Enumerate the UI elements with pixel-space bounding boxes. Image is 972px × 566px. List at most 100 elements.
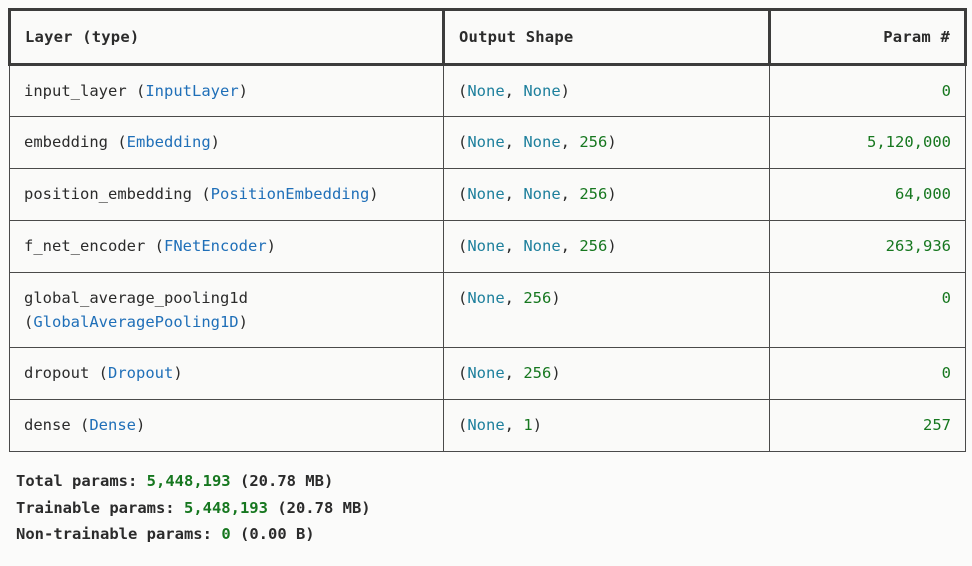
layer-type: Dropout xyxy=(108,364,174,383)
cell-output-shape: (None, None, 256) xyxy=(443,116,770,170)
column-header-param-count: Param # xyxy=(768,8,967,66)
model-summary-table: Layer (type) Output Shape Param # input_… xyxy=(8,8,967,453)
shape-token: , xyxy=(504,364,524,383)
cell-output-shape: (None, 256) xyxy=(443,347,770,401)
layer-name: dense xyxy=(24,416,71,435)
paren-open: ( xyxy=(126,82,146,100)
layer-type: Dense xyxy=(89,416,137,435)
paren-open: ( xyxy=(145,237,164,256)
shape-token: None xyxy=(523,82,561,100)
cell-layer: embedding (Embedding) xyxy=(9,116,444,170)
layer-type: Embedding xyxy=(126,133,211,152)
shape-token: 256 xyxy=(579,185,608,204)
totals-block: Total params: 5,448,193 (20.78 MB) Traina… xyxy=(16,468,964,548)
shape-token: 256 xyxy=(523,289,552,308)
cell-param-count: 0 xyxy=(769,272,966,349)
shape-token: ( xyxy=(458,237,468,256)
table-row: position_embedding (PositionEmbedding)(N… xyxy=(9,168,966,222)
shape-token: None xyxy=(467,364,505,383)
header-row: Layer (type) Output Shape Param # xyxy=(8,8,967,66)
shape-token: 256 xyxy=(579,133,608,152)
shape-token: None xyxy=(523,185,561,204)
table-row: dropout (Dropout)(None, 256)0 xyxy=(9,347,966,401)
totals-line: Total params: 5,448,193 (20.78 MB) xyxy=(16,468,964,495)
layer-name: position_embedding xyxy=(24,185,192,204)
cell-output-shape: (None, None, 256) xyxy=(443,220,770,274)
totals-value: 5,448,193 xyxy=(146,472,231,491)
table-row: dense (Dense)(None, 1)257 xyxy=(9,399,966,453)
shape-token: ) xyxy=(532,416,543,435)
shape-token: 256 xyxy=(523,364,552,383)
shape-token: None xyxy=(467,416,505,435)
shape-token: None xyxy=(467,289,505,308)
shape-token: , xyxy=(560,237,580,256)
shape-token: ) xyxy=(551,289,561,308)
shape-token: ) xyxy=(607,237,617,256)
shape-token: ( xyxy=(458,416,468,435)
totals-value: 0 xyxy=(221,525,231,544)
shape-token: ( xyxy=(458,82,468,100)
cell-param-count: 5,120,000 xyxy=(769,116,966,170)
layer-name: global_average_pooling1d xyxy=(24,289,248,308)
shape-token: None xyxy=(467,133,505,152)
paren-close: ) xyxy=(266,237,276,256)
paren-close: ) xyxy=(210,133,221,152)
table-row: f_net_encoder (FNetEncoder)(None, None, … xyxy=(9,220,966,274)
cell-param-count: 263,936 xyxy=(769,220,966,274)
totals-value: 5,448,193 xyxy=(183,498,268,517)
totals-size: (20.78 MB) xyxy=(230,472,334,491)
paren-open: ( xyxy=(108,133,127,152)
paren-close: ) xyxy=(136,416,146,435)
cell-layer: dropout (Dropout) xyxy=(9,347,444,401)
cell-layer: global_average_pooling1d (GlobalAverageP… xyxy=(9,272,444,349)
shape-token: ) xyxy=(551,364,561,383)
shape-token: ( xyxy=(458,133,468,152)
param-value: 0 xyxy=(941,364,951,383)
cell-param-count: 0 xyxy=(769,347,966,401)
paren-close: ) xyxy=(369,185,379,204)
table-row: global_average_pooling1d ( GlobalAverageP… xyxy=(9,272,966,349)
shape-token: , xyxy=(504,237,524,256)
totals-label: Non-trainable params: xyxy=(16,525,222,544)
totals-size: (20.78 MB) xyxy=(267,498,371,517)
paren-close: ) xyxy=(238,313,248,332)
table-row: embedding (Embedding)(None, None, 256)5,… xyxy=(9,116,966,170)
paren-open: ( xyxy=(191,185,211,204)
layer-type: PositionEmbedding xyxy=(210,185,370,204)
layer-name: dropout xyxy=(24,364,90,383)
shape-token: ) xyxy=(560,82,571,100)
shape-token: ) xyxy=(607,185,617,204)
param-value: 0 xyxy=(941,289,951,308)
totals-line: Non-trainable params: 0 (0.00 B) xyxy=(16,521,964,548)
shape-token: , xyxy=(504,416,524,435)
totals-label: Total params: xyxy=(16,472,147,491)
shape-token: 256 xyxy=(579,237,608,256)
totals-label: Trainable params: xyxy=(16,498,184,517)
cell-param-count: 0 xyxy=(769,63,966,118)
shape-token: None xyxy=(467,185,505,204)
shape-token: None xyxy=(467,237,505,256)
cell-layer: input_layer (InputLayer) xyxy=(9,63,444,118)
layer-type: InputLayer xyxy=(145,82,239,100)
param-value: 263,936 xyxy=(885,237,951,256)
layer-name: embedding xyxy=(24,133,108,152)
column-header-output-shape: Output Shape xyxy=(442,8,771,66)
param-value: 257 xyxy=(923,416,951,435)
shape-token: , xyxy=(560,185,580,204)
shape-token: , xyxy=(504,185,524,204)
param-value: 0 xyxy=(941,82,951,100)
cell-output-shape: (None, None, 256) xyxy=(443,168,770,222)
paren-open: ( xyxy=(89,364,108,383)
param-value: 5,120,000 xyxy=(867,133,951,152)
shape-token: , xyxy=(504,82,524,100)
shape-token: None xyxy=(523,133,561,152)
column-header-layer: Layer (type) xyxy=(8,8,445,66)
shape-token: ( xyxy=(458,185,468,204)
totals-size: (0.00 B) xyxy=(230,525,315,544)
paren-close: ) xyxy=(238,82,248,100)
shape-token: 1 xyxy=(523,416,533,435)
shape-token: ( xyxy=(458,289,468,308)
cell-output-shape: (None, None) xyxy=(443,63,770,118)
layer-type: GlobalAveragePooling1D xyxy=(33,313,239,332)
